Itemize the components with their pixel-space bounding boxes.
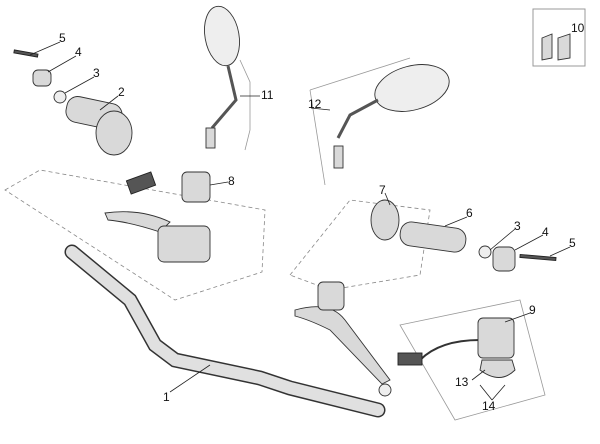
leader-lines bbox=[29, 41, 571, 401]
part-7-switch-right bbox=[370, 199, 400, 241]
callout-8: 8 bbox=[228, 174, 235, 188]
callout-5-right: 5 bbox=[569, 236, 576, 250]
callout-12: 12 bbox=[308, 97, 322, 111]
right-connector bbox=[397, 352, 423, 366]
part-13-clamp bbox=[479, 359, 516, 378]
callout-4-right: 4 bbox=[542, 225, 549, 239]
callout-10: 10 bbox=[571, 21, 585, 35]
callout-14: 14 bbox=[482, 399, 496, 413]
callout-2: 2 bbox=[118, 85, 125, 99]
part-10-clips bbox=[541, 33, 571, 61]
part-3-insert-left bbox=[53, 90, 67, 104]
right-controls-outline bbox=[289, 199, 431, 291]
part-9-switch-right bbox=[477, 317, 515, 359]
part-11-mirror-left bbox=[204, 5, 240, 67]
part-3-insert-right bbox=[478, 245, 492, 259]
brake-master bbox=[317, 281, 345, 311]
part-5-bolt-left bbox=[13, 49, 39, 58]
mirror-right-stem bbox=[333, 145, 344, 169]
callout-11: 11 bbox=[261, 88, 274, 102]
callout-6: 6 bbox=[466, 206, 473, 220]
part-4-weight-right bbox=[492, 246, 516, 272]
part-8-switch-left bbox=[181, 171, 211, 203]
right-mirror-outline bbox=[309, 57, 411, 186]
callout-13: 13 bbox=[455, 375, 469, 389]
part-6-grip-right bbox=[399, 221, 467, 253]
clutch-master bbox=[157, 225, 211, 263]
left-controls-outline bbox=[4, 169, 266, 301]
callout-1: 1 bbox=[163, 390, 170, 404]
part-2-throttle bbox=[95, 110, 133, 156]
callout-5-left: 5 bbox=[59, 31, 66, 45]
brake-lever bbox=[294, 306, 391, 385]
callout-7: 7 bbox=[379, 183, 386, 197]
left-connector bbox=[125, 171, 157, 195]
callout-4-left: 4 bbox=[75, 45, 82, 59]
callout-3-right: 3 bbox=[514, 219, 521, 233]
callout-3-left: 3 bbox=[93, 66, 100, 80]
part-4-weight-left bbox=[32, 69, 52, 87]
left-mirror-outline bbox=[239, 59, 251, 151]
part-12-mirror-right bbox=[374, 64, 450, 112]
callout-9: 9 bbox=[529, 303, 536, 317]
mirror-left-stem bbox=[205, 127, 216, 149]
switch-outline bbox=[399, 299, 546, 421]
part-5-bolt-right bbox=[519, 253, 557, 262]
